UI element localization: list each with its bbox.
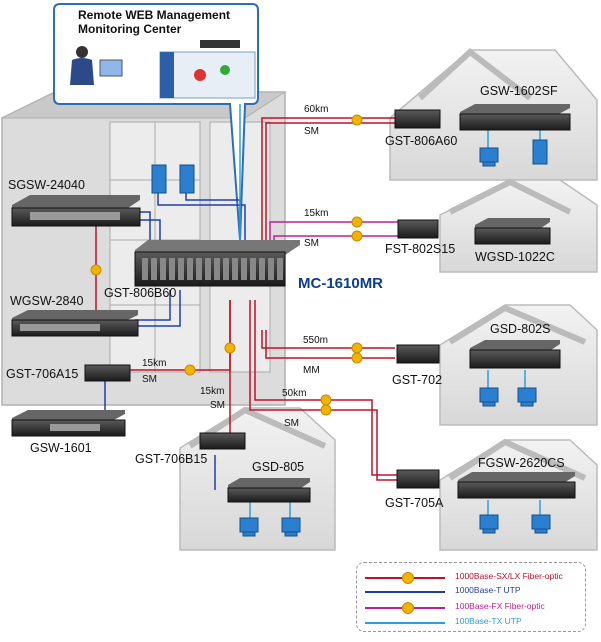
wgsw2840-label: WGSW-2840	[10, 294, 84, 308]
sgsw24040-label: SGSW-24040	[8, 178, 85, 192]
gsd805-label: GSD-805	[252, 460, 305, 474]
fiber-connectors	[90, 114, 363, 416]
link-550m-mode: MM	[303, 365, 320, 376]
management-bubble	[53, 3, 259, 241]
bubble-title: Remote WEB Management Monitoring Center	[78, 8, 230, 36]
link-gst706b15-mode: SM	[210, 400, 225, 411]
bubble-title-line1: Remote WEB Management	[78, 8, 231, 22]
link-50km-distance: 50km	[282, 388, 307, 399]
mc1610mr-chassis	[134, 240, 300, 287]
link-gst706a15-mode: SM	[142, 374, 157, 385]
gst702-label: GST-702	[392, 373, 443, 387]
link-50km-mode: SM	[284, 418, 299, 429]
gst702-converter	[396, 344, 440, 364]
gst705a-label: GST-705A	[385, 496, 444, 510]
gst706b15-label: GST-706B15	[135, 452, 208, 466]
link-60km-distance: 60km	[304, 104, 329, 115]
gsd805-switch	[227, 478, 311, 503]
wgsd1022c-switch	[474, 218, 551, 245]
wgsw2840-switch	[11, 310, 139, 337]
wgsd1022c-label: WGSD-1022C	[475, 250, 555, 264]
gsd802s-label: GSD-802S	[490, 322, 551, 336]
fast-utp-links	[239, 104, 541, 520]
fst802s15-converter	[397, 219, 439, 239]
fgsw2620cs-label: FGSW-2620CS	[478, 456, 565, 470]
gst706a15-label: GST-706A15	[6, 367, 79, 381]
gst806a60-label: GST-806A60	[385, 134, 458, 148]
link-550m-distance: 550m	[303, 335, 329, 346]
gsw1601-label: GSW-1601	[30, 441, 92, 455]
sgsw24040-switch	[11, 195, 141, 227]
link-15km-fx-distance: 15km	[304, 208, 329, 219]
fst802s15-label: FST-802S15	[385, 242, 456, 256]
gst706a15-converter	[84, 364, 131, 382]
gst706b15-converter	[199, 432, 246, 450]
fgsw2620cs-switch	[457, 472, 576, 499]
legend: 1000Base-SX/LX Fiber-optic 1000Base-T UT…	[356, 562, 586, 632]
gsd802s-switch	[469, 340, 561, 369]
bubble-title-line2: Monitoring Center	[78, 22, 182, 36]
server-icons	[151, 164, 195, 194]
gsw1602sf-switch	[459, 104, 571, 131]
mc1610mr-label: MC-1610MR	[298, 275, 384, 292]
link-gst706b15-distance: 15km	[200, 386, 225, 397]
link-15km-fx-mode: SM	[304, 238, 319, 249]
gsw1602sf-label: GSW-1602SF	[480, 84, 558, 98]
gst705a-converter	[396, 469, 440, 489]
ui-icon	[194, 69, 206, 81]
gst806b60-label: GST-806B60	[104, 286, 177, 300]
link-gst706a15-distance: 15km	[142, 358, 167, 369]
gsw1601-switch	[11, 410, 126, 437]
link-60km-mode: SM	[304, 126, 319, 137]
gst806a60-converter	[394, 109, 441, 129]
user-icon	[76, 46, 88, 58]
pc-icons	[239, 139, 551, 537]
